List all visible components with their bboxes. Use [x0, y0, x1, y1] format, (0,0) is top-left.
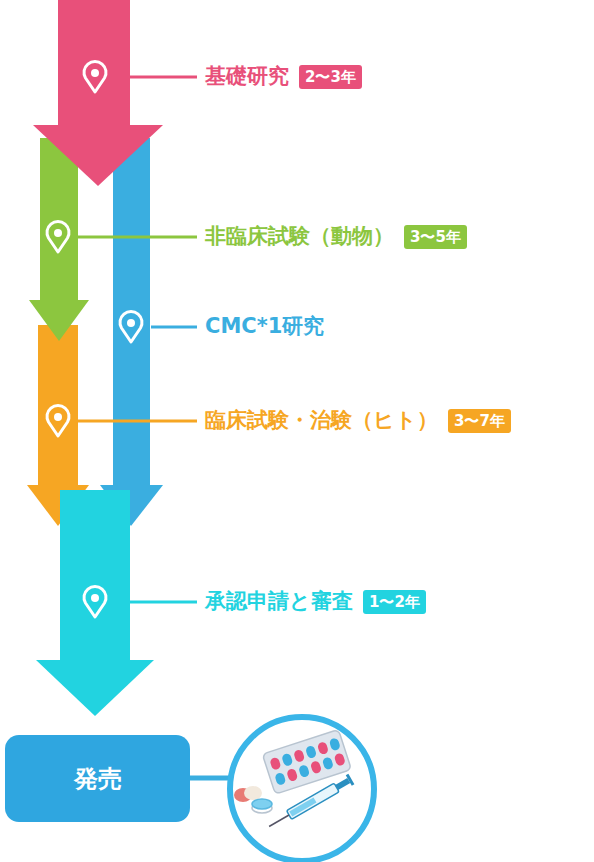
pill: [305, 745, 317, 759]
pin-icon: [84, 61, 106, 92]
duration-badge: 2〜3年: [299, 65, 362, 89]
pill: [274, 772, 286, 786]
pin-icon: [84, 586, 106, 617]
pill: [322, 756, 334, 770]
pill: [293, 749, 305, 763]
duration-badge: 3〜5年: [404, 225, 467, 249]
pin-icons: [47, 61, 142, 617]
pill: [269, 757, 281, 771]
cmc-arrow: [100, 138, 163, 526]
pin-dot: [127, 319, 135, 327]
pill: [310, 760, 322, 774]
stage-name: 臨床試験・治験（ヒト）: [205, 408, 438, 433]
pin-dot: [91, 69, 99, 77]
stage-label: 臨床試験・治験（ヒト） 3〜7年: [205, 408, 511, 433]
pin-icon: [120, 311, 142, 342]
duration-badge: 3〜7年: [448, 409, 511, 433]
stage-label: CMC*1研究: [205, 314, 324, 339]
pill: [286, 768, 298, 782]
pin-icon: [47, 405, 69, 436]
pill: [334, 752, 346, 766]
pin-dot: [54, 413, 62, 421]
pin-icon: [47, 221, 69, 252]
pin-dot: [54, 229, 62, 237]
stage-label: 非臨床試験（動物） 3〜5年: [205, 224, 467, 249]
launch-label: 発売: [74, 763, 122, 795]
pill: [329, 737, 341, 751]
medicine-illustration: [230, 717, 374, 861]
pin-dot: [91, 594, 99, 602]
stage-name: 承認申請と審査: [205, 589, 353, 614]
stage-name: CMC*1研究: [205, 314, 324, 339]
stage-name: 非臨床試験（動物）: [205, 224, 394, 249]
stage-label: 基礎研究 2〜3年: [205, 64, 362, 89]
launch-box: 発売: [5, 735, 190, 822]
pill: [317, 741, 329, 755]
duration-badge: 1〜2年: [363, 590, 426, 614]
stage-name: 基礎研究: [205, 64, 289, 89]
pill: [298, 764, 310, 778]
basic-research-arrow: [33, 0, 163, 186]
stage-label: 承認申請と審査 1〜2年: [205, 589, 426, 614]
pill: [281, 753, 293, 767]
